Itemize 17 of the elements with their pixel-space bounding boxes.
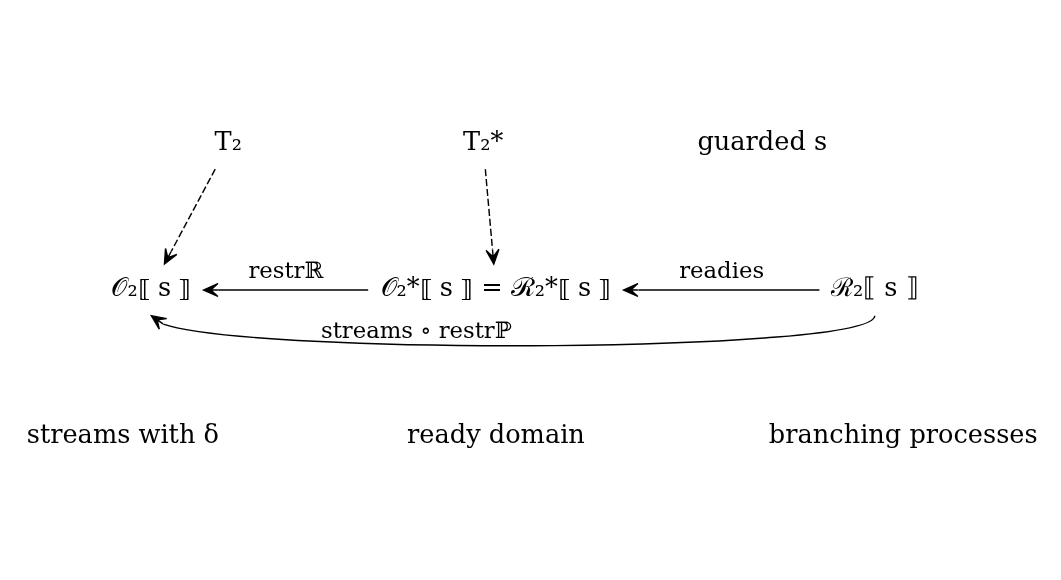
arrow xyxy=(163,168,216,265)
node-text: ℛ₂⟦ s ⟧ xyxy=(830,272,919,303)
node-text: 𝒪₂⟦ s ⟧ xyxy=(111,272,192,303)
label: streams with δ xyxy=(26,418,220,449)
label: guarded s xyxy=(697,125,828,156)
node-text: T₂* xyxy=(463,125,504,156)
label: ready domain xyxy=(407,418,585,449)
arrow xyxy=(150,314,876,347)
edge-label: readies xyxy=(679,257,765,284)
node-text: T₂ xyxy=(214,125,242,156)
arrow xyxy=(203,282,369,298)
arrow xyxy=(622,282,821,298)
node-text: 𝒪₂*⟦ s ⟧ = ℛ₂*⟦ s ⟧ xyxy=(380,272,612,303)
label: branching processes xyxy=(768,418,1038,449)
edge-label: streams ∘ restrℙ xyxy=(321,317,512,344)
arrow xyxy=(484,168,500,265)
edge-label: restrℝ xyxy=(248,257,324,284)
